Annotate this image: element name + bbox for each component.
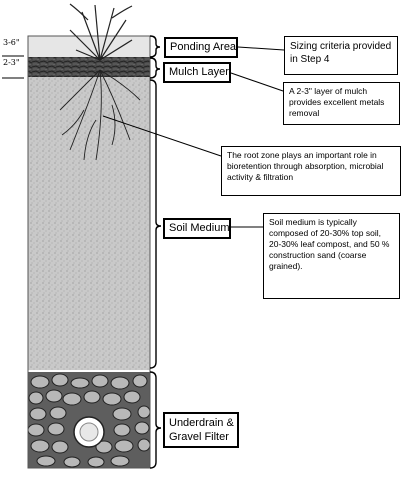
ponding-depth-mark: 3-6" — [3, 38, 20, 47]
gravel-stones — [27, 373, 151, 468]
mulch-zone — [28, 57, 150, 77]
mulch-depth-mark: 2-3" — [3, 58, 20, 67]
mulch-note: A 2-3" layer of mulch provides excellent… — [283, 82, 400, 125]
underdrain-label: Underdrain & Gravel Filter — [163, 412, 239, 448]
column-outline — [27, 35, 151, 469]
soil-medium-label: Soil Medium — [163, 218, 231, 239]
mulch-layer-label: Mulch Layer — [163, 62, 231, 83]
underdrain-label-line-2: Gravel Filter — [169, 431, 229, 443]
soil-medium-note: Soil medium is typically composed of 20-… — [263, 213, 400, 299]
brackets — [149, 35, 162, 469]
ponding-area-label: Ponding Area — [164, 37, 238, 58]
root-zone-note: The root zone plays an important role in… — [221, 146, 401, 196]
leader-lines — [102, 46, 285, 228]
depth-markers — [2, 55, 24, 79]
soil-column — [28, 70, 150, 370]
plant-icon — [69, 3, 133, 61]
ponding-zone — [28, 36, 150, 57]
underdrain-label-line-1: Underdrain & — [169, 417, 234, 429]
root-zone-icon — [59, 69, 141, 161]
sizing-note: Sizing criteria provided in Step 4 — [284, 36, 398, 75]
